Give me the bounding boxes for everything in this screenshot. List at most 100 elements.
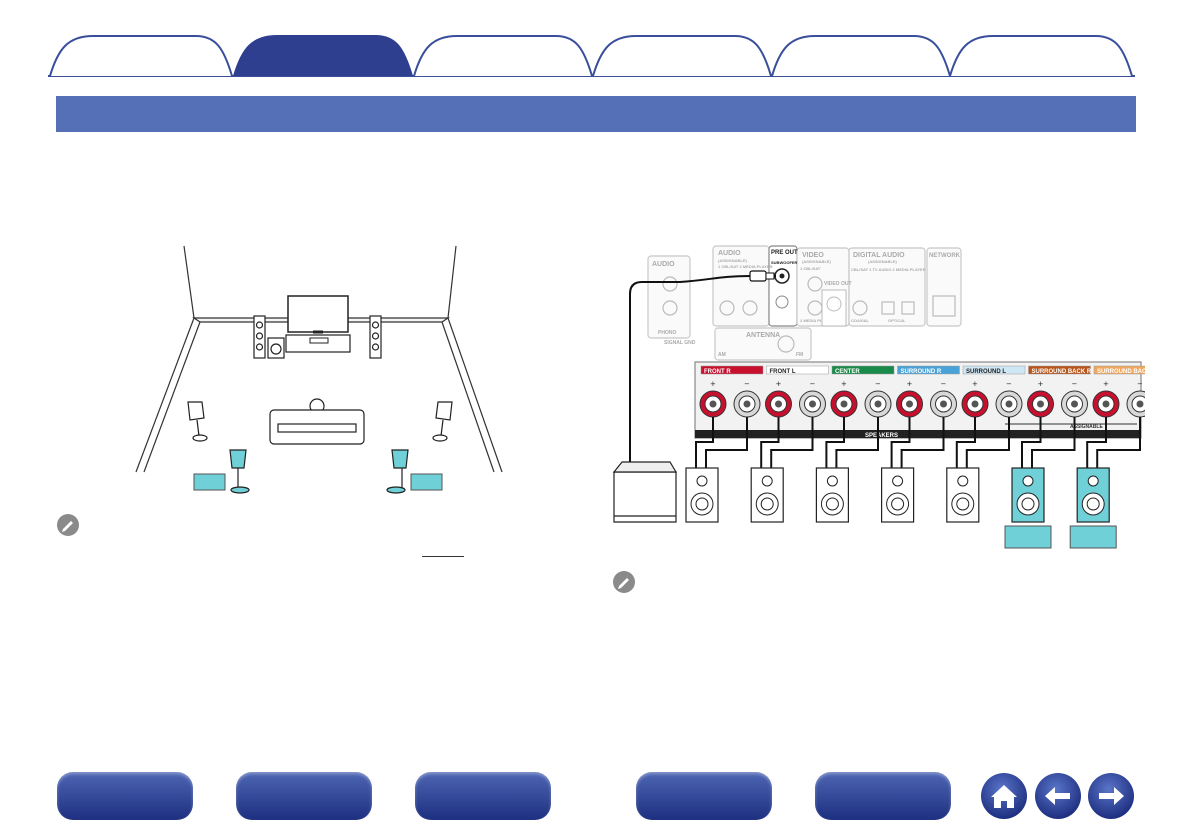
- terminal-surround-back-r: SURROUND BACK R + −: [1027, 365, 1092, 418]
- speaker-wire: [1031, 417, 1076, 468]
- svg-text:+: +: [1038, 380, 1044, 388]
- speaker-wire: [835, 417, 879, 468]
- subwoofer-tag-label: SUBWOOFER: [771, 260, 798, 265]
- digital-sub-label: (ASSIGNABLE): [868, 259, 898, 264]
- tab-1[interactable]: [48, 34, 234, 76]
- video-in-input2-label: 2 MEDIA PLAYER: [800, 318, 833, 323]
- svg-text:SURROUND BACK R: SURROUND BACK R: [1032, 369, 1092, 375]
- tab-4[interactable]: [591, 34, 773, 76]
- speaker-box-icon: [685, 467, 719, 523]
- svg-text:FRONT R: FRONT R: [704, 369, 731, 375]
- speaker-wire: [695, 417, 714, 468]
- speaker-wire: [760, 417, 780, 468]
- coaxial-label: COAXIAL: [851, 318, 870, 323]
- video-in-label: VIDEO: [802, 252, 824, 259]
- home-button[interactable]: [981, 773, 1027, 819]
- signal-gnd-label: SIGNAL GND: [664, 340, 696, 346]
- surround-back-tag: [1069, 525, 1117, 549]
- surround-back-right-tag: [410, 473, 443, 491]
- video-in-inputs-label: 1 CBL/SAT: [800, 266, 821, 271]
- svg-text:−: −: [1137, 380, 1143, 388]
- nav-button-3[interactable]: [415, 772, 551, 820]
- surround-back-left-speaker-icon: [229, 449, 250, 494]
- svg-text:−: −: [810, 380, 816, 388]
- tv-icon: [285, 295, 351, 353]
- am-label: AM: [718, 352, 726, 358]
- tab-6[interactable]: [948, 34, 1134, 76]
- audio-in-small-label: AUDIO: [652, 261, 675, 268]
- surround-back-right-speaker-icon: [386, 449, 409, 494]
- digital-audio-label: DIGITAL AUDIO: [853, 252, 905, 259]
- speaker-wire: [1086, 417, 1107, 468]
- speaker-wire: [965, 417, 1010, 468]
- svg-text:FRONT L: FRONT L: [770, 369, 796, 375]
- speaker-wire: [825, 417, 845, 468]
- receiver-connection-diagram: AUDIO PHONO SIGNAL GND AUDIO (ASSIGNABLE…: [612, 245, 1145, 549]
- speaker-box-icon: [815, 467, 849, 523]
- speaker-wire: [1021, 417, 1042, 468]
- audio-in-sub-label: (ASSIGNABLE): [718, 258, 748, 263]
- speaker-wire: [900, 417, 945, 468]
- subwoofer-unit-icon: [612, 461, 678, 523]
- back-arrow-icon: [1045, 787, 1070, 805]
- speaker-wire: [705, 417, 748, 468]
- speaker-box-icon: [750, 467, 784, 523]
- link-underline: [422, 556, 464, 557]
- svg-text:+: +: [776, 380, 782, 388]
- nav-button-1[interactable]: [57, 772, 193, 820]
- svg-text:−: −: [1006, 380, 1012, 388]
- tab-2-active[interactable]: [232, 34, 414, 76]
- front-left-speaker-icon: [253, 315, 266, 359]
- speaker-box-icon: [881, 467, 915, 523]
- terminal-center: CENTER+−: [830, 365, 895, 418]
- speaker-wire: [955, 417, 976, 468]
- audio-in-inputs-label: 1 CBL/SAT 2 MEDIA PLAYER: [718, 264, 773, 269]
- svg-text:CENTER: CENTER: [835, 369, 860, 375]
- speaker-wire: [770, 417, 814, 468]
- svg-text:SURROUND BACK L: SURROUND BACK L: [1097, 369, 1145, 375]
- pencil-note-icon: [57, 514, 79, 536]
- assignable-label: ASSIGNABLE: [1070, 424, 1103, 430]
- nav-button-2[interactable]: [236, 772, 372, 820]
- fm-label: FM: [796, 352, 803, 358]
- svg-text:+: +: [710, 380, 716, 388]
- network-label: NETWORK: [929, 253, 961, 259]
- pencil-note-icon-right: [613, 571, 635, 593]
- svg-text:+: +: [841, 380, 847, 388]
- video-in-sub-label: (ASSIGNABLE): [802, 259, 832, 264]
- svg-text:+: +: [972, 380, 978, 388]
- pre-out-label: PRE OUT: [771, 250, 798, 256]
- antenna-label: ANTENNA: [746, 332, 780, 339]
- section-header-bar: [56, 96, 1136, 132]
- nav-button-5[interactable]: [815, 772, 951, 820]
- back-button[interactable]: [1035, 773, 1081, 819]
- speaker-box-icon: [1069, 467, 1117, 549]
- svg-text:+: +: [907, 380, 913, 388]
- speaker-box-icon: [946, 467, 980, 523]
- front-right-speaker-icon: [369, 315, 382, 359]
- subwoofer-icon: [267, 337, 285, 359]
- terminal-surround-r: SURROUND R + −: [896, 365, 960, 418]
- subwoofer-cable: [629, 275, 776, 472]
- svg-text:−: −: [941, 380, 947, 388]
- tab-3[interactable]: [412, 34, 594, 76]
- forward-button[interactable]: [1088, 773, 1134, 819]
- nav-button-4[interactable]: [636, 772, 772, 820]
- room-layout-diagram: [135, 245, 503, 494]
- speakers-strip: [695, 430, 1141, 438]
- phono-label: PHONO: [658, 330, 676, 336]
- svg-text:SURROUND R: SURROUND R: [901, 369, 942, 375]
- home-icon: [991, 785, 1017, 808]
- svg-text:+: +: [1103, 380, 1109, 388]
- speakers-label: SPEAKERS: [865, 433, 898, 439]
- optical-label: OPTICAL: [888, 318, 906, 323]
- listener-sofa-icon: [269, 398, 365, 445]
- speaker-box-icon: [1004, 467, 1052, 549]
- terminal-surround-l: SURROUND L + −: [961, 365, 1026, 418]
- svg-text:−: −: [1072, 380, 1078, 388]
- surround-back-left-tag: [193, 473, 226, 491]
- terminal-surround-back-l: SURROUND BACK L + −: [1092, 365, 1145, 418]
- tab-5[interactable]: [770, 34, 952, 76]
- svg-text:SURROUND L: SURROUND L: [966, 369, 1006, 375]
- video-out-label: VIDEO OUT: [824, 281, 852, 287]
